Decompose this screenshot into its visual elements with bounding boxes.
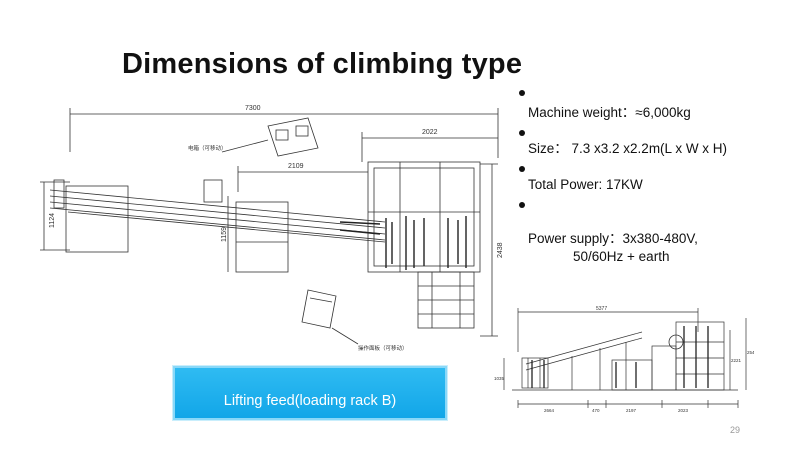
caption-banner: Lifting feed(loading rack B) — [173, 366, 447, 420]
spec-machine-weight: Machine weight：≈6,000kg — [528, 105, 691, 120]
dim-right: 2022 — [422, 129, 438, 136]
side-dim-left-height: 1035 — [494, 376, 505, 381]
bullet-icon — [519, 166, 525, 172]
spec-size: Size： 7.3 x3.2 x2.2m(L x W x H) — [528, 141, 728, 156]
label-electric-box: 电箱（可移动） — [188, 144, 227, 152]
dim-length: 7300 — [245, 105, 261, 112]
bullet-icon — [519, 90, 525, 96]
spec-power-supply: Power supply：3x380-480V, — [528, 231, 698, 246]
page-number: 29 — [730, 425, 741, 435]
bullet-icon — [519, 202, 525, 208]
bullet-icon — [519, 130, 525, 136]
spec-power-supply-2: 50/60Hz + earth — [528, 249, 670, 264]
dim-left-height: 1124 — [49, 213, 56, 228]
slide-title: Dimensions of climbing type — [122, 48, 523, 80]
side-dim-height-1: 2221 — [731, 358, 742, 363]
side-dim-total: 5377 — [596, 306, 607, 312]
spec-total-power: Total Power: 17KW — [528, 177, 643, 192]
side-view-drawing: 5377 1035 2221 2546 2664 470 2197 2023 — [494, 306, 754, 413]
side-dim-bottom-3: 2197 — [626, 408, 637, 413]
dim-mid-height: 1159 — [221, 227, 228, 242]
side-dim-height-2: 2546 — [747, 350, 754, 355]
side-dim-bottom-4: 2023 — [678, 408, 689, 413]
dim-mid: 2109 — [288, 163, 304, 170]
dim-right-height: 2438 — [497, 242, 504, 258]
label-operation-panel: 操作面板（可移动） — [358, 344, 408, 352]
top-view-drawing: 7300 2022 2109 1124 1159 2438 电箱（可移动） 操作… — [40, 105, 504, 352]
caption-text: Lifting feed(loading rack B) — [223, 393, 397, 409]
side-dim-bottom-2: 470 — [592, 408, 600, 413]
side-dim-bottom-1: 2664 — [544, 408, 555, 413]
